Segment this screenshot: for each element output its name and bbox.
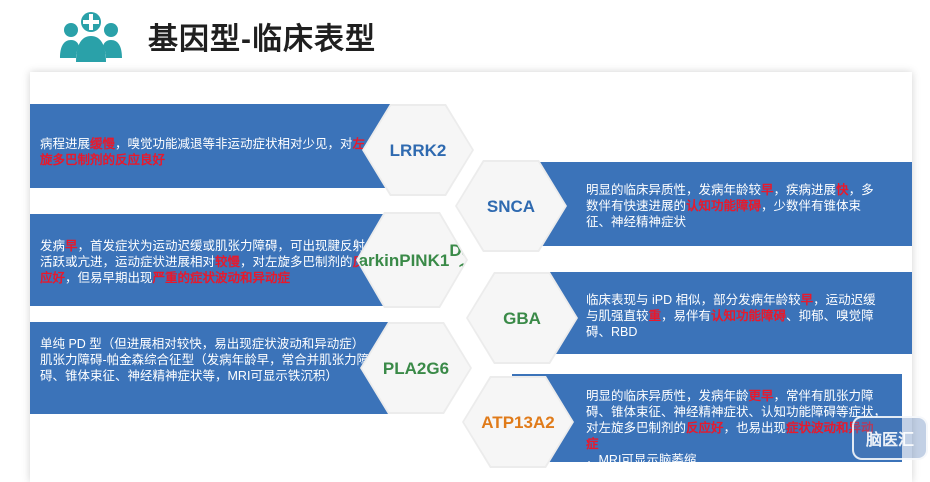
text-segment: ，少数伴有锥体束征、神经精神症状: [586, 199, 862, 229]
text-segment: ，对左旋多巴制剂的: [240, 255, 353, 269]
gba-gene-hexagon: GBA: [466, 272, 578, 364]
highlighted-text: 反应好: [686, 421, 724, 435]
gene-name: PINK1: [399, 250, 450, 270]
snca-description-band: 明显的临床异质性，发病年龄较早，疾病进展快，多数伴有快速进展的认知功能障碍，少数…: [512, 162, 912, 246]
gene-name: PLA2G6: [382, 358, 450, 378]
text-segment: 明显的临床异质性，发病年龄较: [586, 183, 762, 197]
gene-name: ATP13A2: [481, 412, 555, 432]
atp13a2-description-band: 明显的临床异质性，发病年龄更早，常伴有肌张力障碍、锥体束征、神经精神症状、认知功…: [512, 374, 902, 467]
highlighted-text: 早: [761, 183, 774, 197]
gene-name: GBA: [503, 308, 541, 328]
highlighted-text: 严重的症状波动和异动症: [152, 271, 291, 285]
watermark-logo: 脑医汇: [852, 416, 928, 460]
slide-header: 基因型-临床表型: [0, 0, 930, 78]
snca-description-text: 明显的临床异质性，发病年龄较早，疾病进展快，多数伴有快速进展的认知功能障碍，少数…: [586, 182, 886, 230]
text-segment: ，嗅觉功能减退等非运动症状相对少见，对: [115, 137, 353, 151]
text-segment: ，首发症状为运动迟缓或肌张力障碍，可出现腱反射活跃或亢进，运动症状进展相对: [40, 239, 366, 269]
highlighted-text: 缓慢: [90, 137, 116, 151]
gene-name: LRRK2: [389, 140, 447, 160]
gba-description-text: 临床表现与 iPD 相似，部分发病年龄较早，运动迟缓与肌强直较重，易伴有认知功能…: [586, 292, 886, 340]
highlighted-text: 症状波动和异动症: [586, 421, 874, 451]
text-segment: 肌张力障碍-帕金森综合征型（发病年龄早，常合并肌张力障碍、锥体束征、神经精神症状…: [40, 353, 370, 383]
highlighted-text: 认知功能障碍: [711, 309, 787, 323]
pla2g6-description-text: 单纯 PD 型（但进展相对较快，易出现症状波动和异动症） 肌张力障碍-帕金森综合征…: [40, 336, 370, 384]
page-title: 基因型-临床表型: [148, 23, 376, 56]
gene-name: Parkin: [347, 250, 400, 270]
text-segment: 、抑郁、嗅觉障碍、RBD: [586, 309, 874, 339]
text-segment: 单纯 PD 型（但进展相对较快，易出现症状波动和异动症）: [40, 337, 365, 351]
highlighted-text: 快: [836, 183, 849, 197]
text-segment: ，也易出现: [723, 421, 787, 435]
text-segment: ，运动迟缓与肌强直较: [586, 293, 876, 323]
highlighted-text: 重: [648, 309, 662, 323]
highlighted-text: 认知功能障碍: [686, 199, 762, 213]
lrrk2-description-text: 病程进展缓慢，嗅觉功能减退等非运动症状相对少见，对左旋多巴制剂的反应良好: [40, 136, 370, 168]
text-segment: 病程进展: [40, 137, 91, 151]
highlighted-text: 较慢: [215, 255, 241, 269]
gene-name: SNCA: [486, 196, 536, 216]
text-segment: 临床表现与 iPD 相似，部分发病年龄较: [586, 293, 801, 307]
highlighted-text: 早: [800, 293, 814, 307]
text-segment: 发病: [40, 239, 66, 253]
text-segment: ，MRI可显示脑萎缩: [586, 453, 697, 467]
pla2g6-description-band: 单纯 PD 型（但进展相对较快，易出现症状波动和异动症） 肌张力障碍-帕金森综合征…: [30, 322, 420, 414]
snca-gene-label: SNCA: [457, 162, 565, 250]
text-segment: ，多数伴有快速进展的: [586, 183, 874, 213]
lrrk2-description-band: 病程进展缓慢，嗅觉功能减退等非运动症状相对少见，对左旋多巴制剂的反应良好: [30, 104, 410, 188]
text-segment: ，常伴有肌张力障碍、锥体束征、神经精神症状、认知功能障碍等症状，对左旋多巴制剂的: [586, 389, 887, 435]
gba-description-band: 临床表现与 iPD 相似，部分发病年龄较早，运动迟缓与肌强直较重，易伴有认知功能…: [512, 272, 912, 354]
parkin-description-text: 发病早，首发症状为运动迟缓或肌张力障碍，可出现腱反射活跃或亢进，运动症状进展相对…: [40, 238, 375, 286]
text-segment: ，但易早期出现: [65, 271, 153, 285]
atp13a2-description-text: 明显的临床异质性，发病年龄更早，常伴有肌张力障碍、锥体束征、神经精神症状、认知功…: [586, 388, 886, 468]
text-segment: ，易伴有: [661, 309, 712, 323]
text-segment: ，疾病进展: [773, 183, 837, 197]
text-segment: 明显的临床异质性，发病年龄: [586, 389, 749, 403]
medical-team-icon: [60, 12, 122, 62]
highlighted-text: 左旋多巴制剂的反应良好: [40, 137, 366, 167]
highlighted-text: 早: [65, 239, 78, 253]
pla2g6-gene-hexagon: PLA2G6: [360, 322, 472, 414]
highlighted-text: 更早: [748, 389, 774, 403]
